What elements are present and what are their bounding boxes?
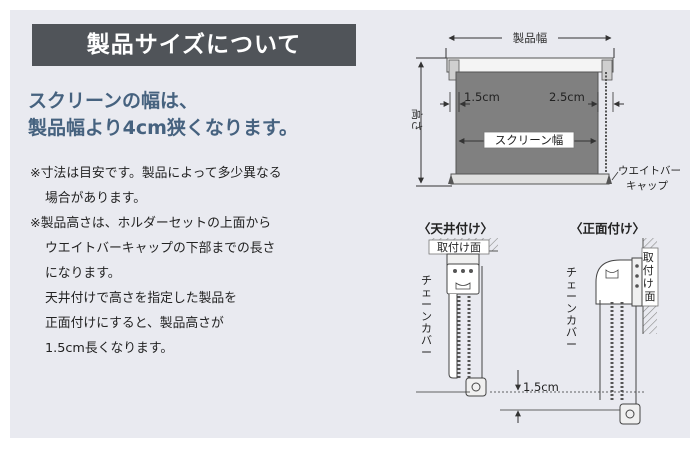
note-line: 1.5cm長くなります。 [45, 341, 174, 356]
section-title: 製品サイズについて [32, 24, 356, 66]
front-mount-surface-label: 取 付 け 面 [643, 251, 658, 303]
ceiling-mount-diagram: 〈天井付け〉 取付け面 チ ェ ー ン カ バ ー [416, 221, 498, 397]
ceiling-mount-surface-label: 取付け面 [437, 241, 481, 254]
weight-cap-label-1: ウエイトバー [618, 165, 681, 177]
height-label: 高さ [410, 109, 424, 132]
left-gap-label: 1.5cm [464, 90, 500, 104]
chain-cover-label-right: チ ェ ー ン カ バ ー [566, 266, 581, 351]
headline: スクリーンの幅は、 製品幅より4cm狭くなります。 [28, 88, 388, 142]
screen-fabric [455, 71, 599, 177]
weight-cap-label-2: キャップ [626, 180, 668, 192]
weight-bar [450, 173, 610, 185]
note-line: 正面付けにすると、製品高さが [45, 316, 224, 331]
front-view-diagram: 製品幅 高さ 1.5cm 2.5cm スクリーン幅 [410, 30, 681, 192]
notes: ※寸法は目安です。製品によって多少異なる 場合があります。 ※製品高さは、ホルダ… [30, 161, 360, 361]
note-line: ウエイトバーキャップの下部までの長さ [45, 241, 276, 256]
right-gap-label: 2.5cm [549, 90, 585, 104]
note-line: 場合があります。 [45, 191, 147, 206]
headline-line-2: 製品幅より4cm狭くなります。 [28, 117, 299, 139]
note-line: になります。 [45, 266, 121, 281]
ceiling-mount-label: 〈天井付け〉 [418, 221, 493, 236]
front-mount-diagram: 〈正面付け〉 取 付 け 面 チ ェ ー ン カ バ ー [566, 221, 659, 425]
headrail [446, 57, 614, 73]
bracket [595, 259, 637, 305]
note-line: ※寸法は目安です。製品によって多少異なる [30, 166, 282, 181]
chain-cover-label-left: チ ェ ー ン カ バ ー [421, 274, 436, 359]
headline-line-1: スクリーンの幅は、 [28, 90, 199, 112]
offset-label: 1.5cm [523, 380, 559, 394]
note-line: ※製品高さは、ホルダーセットの上面から [30, 216, 272, 231]
bracket [446, 263, 480, 295]
screen-width-label: スクリーン幅 [495, 133, 563, 147]
offset-dimension: 1.5cm [490, 370, 645, 423]
front-mount-label: 〈正面付け〉 [570, 221, 645, 236]
product-width-label: 製品幅 [513, 31, 548, 45]
note-line: 天井付けで高さを指定した製品を [45, 291, 237, 306]
